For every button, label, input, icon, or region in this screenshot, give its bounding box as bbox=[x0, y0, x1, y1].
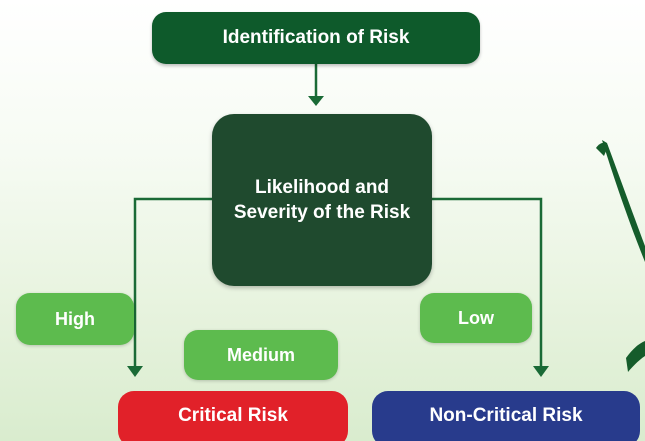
low-label: Low bbox=[420, 293, 532, 343]
arrowhead-critical bbox=[127, 366, 143, 377]
critical-risk-box: Critical Risk bbox=[118, 391, 348, 441]
arrowhead-non-critical bbox=[533, 366, 549, 377]
likelihood-severity-box: Likelihood and Severity of the Risk bbox=[212, 114, 432, 286]
identification-of-risk-box: Identification of Risk bbox=[152, 12, 480, 64]
medium-label: Medium bbox=[184, 330, 338, 380]
non-critical-risk-box: Non-Critical Risk bbox=[372, 391, 640, 441]
arrowhead-top bbox=[308, 96, 324, 106]
high-label: High bbox=[16, 293, 134, 345]
arrow-center-to-critical bbox=[133, 197, 212, 366]
arrow-center-to-non-critical bbox=[432, 197, 543, 366]
